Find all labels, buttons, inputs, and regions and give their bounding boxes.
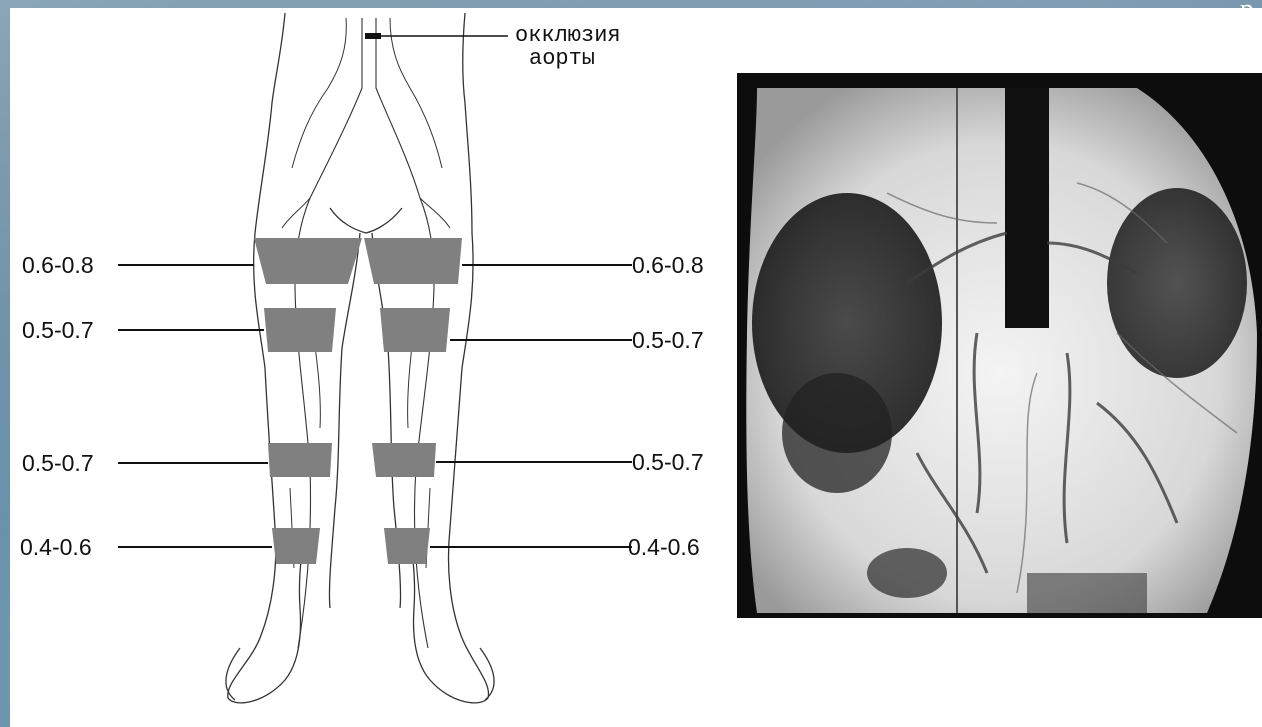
band-left-ankle [272,528,320,564]
band-left-thigh-lower [264,308,336,352]
left-label-thigh-upper: 0.6-0.8 [22,254,94,277]
angiogram-image [737,73,1262,618]
band-right-thigh-upper [364,238,462,284]
pressure-bands [254,238,462,564]
band-left-calf-upper [268,443,332,477]
left-label-ankle: 0.4-0.6 [20,536,92,559]
occlusion-marker [365,33,381,39]
right-label-calf-upper: 0.5-0.7 [632,451,704,474]
band-left-thigh-upper [254,238,362,284]
label-leaders [118,265,632,547]
angiogram-graphic [737,73,1262,618]
legs-outline [226,13,494,703]
occlusion-label-line1: окклюзия [515,24,621,47]
legs-diagram [10,8,750,727]
band-right-thigh-lower [380,308,450,352]
left-label-thigh-lower: 0.5-0.7 [22,319,94,342]
occlusion-label-line2: аорты [515,47,621,70]
right-label-ankle: 0.4-0.6 [628,536,700,559]
band-right-calf-upper [372,443,436,477]
occlusion-annotation: окклюзия аорты [515,24,621,70]
band-right-ankle [384,528,430,564]
right-label-thigh-upper: 0.6-0.8 [632,254,704,277]
right-label-thigh-lower: 0.5-0.7 [632,329,704,352]
left-label-calf-upper: 0.5-0.7 [22,452,94,475]
